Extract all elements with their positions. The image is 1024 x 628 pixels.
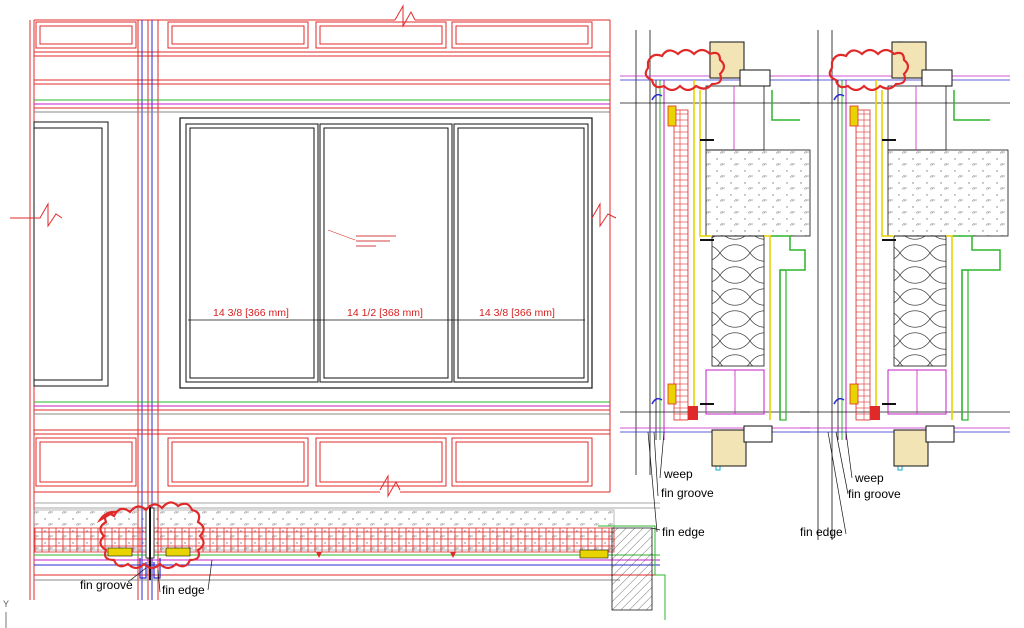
section-left-view [620, 30, 811, 533]
revision-cloud-section-right [828, 48, 910, 92]
section-left-weep-label: weep [664, 467, 693, 481]
ucs-y-label: Y [3, 599, 10, 609]
revision-cloud-plan [96, 501, 205, 570]
dimension-center-lite: 14 1/2 [368 mm] [347, 307, 423, 319]
revision-cloud-section-left [644, 48, 726, 92]
section-right-weep-label: weep [855, 471, 884, 485]
section-right-fin-groove-label: fin groove [848, 487, 901, 501]
plan-fin-groove-label: fin groove [80, 578, 133, 592]
elevation-note-text [356, 235, 396, 247]
section-left-fin-groove-label: fin groove [661, 486, 714, 500]
dimension-left-lite: 14 3/8 [366 mm] [213, 307, 289, 319]
plan-fin-edge-label: fin edge [162, 583, 205, 597]
section-right-view [800, 30, 1010, 540]
dimension-right-lite: 14 3/8 [366 mm] [479, 307, 555, 319]
section-right-fin-edge-label: fin edge [800, 525, 843, 539]
plan-detail-view [33, 501, 666, 620]
plan-fin-edge-right-label: fin edge [662, 525, 705, 539]
